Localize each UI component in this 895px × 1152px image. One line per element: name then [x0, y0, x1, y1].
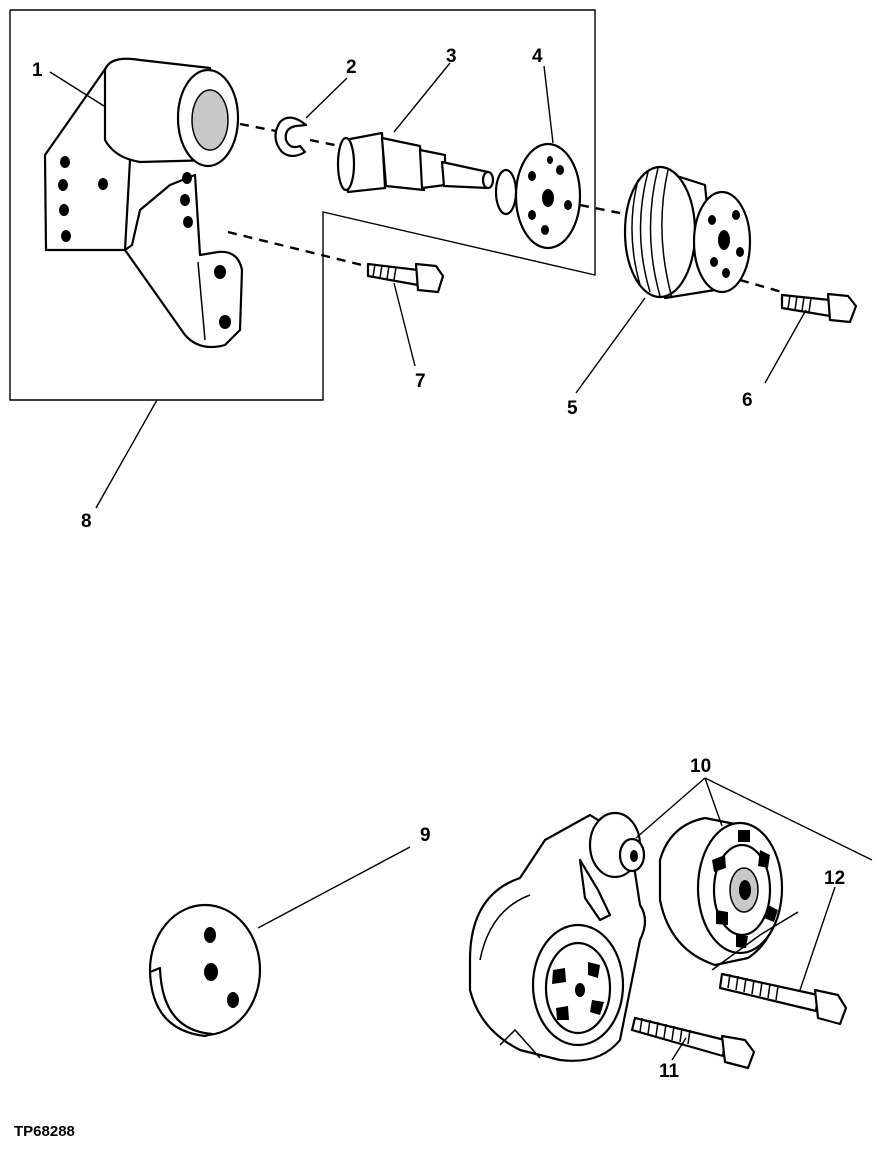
callout-1: 1: [32, 60, 43, 81]
axis-line-3: [579, 203, 626, 216]
part-3-shaft: [336, 131, 495, 194]
callout-6: 6: [742, 390, 753, 411]
leader-5: [575, 297, 646, 394]
part-5-pulley: [623, 165, 752, 300]
callout-3: 3: [446, 46, 457, 67]
part-1-bracket: [43, 57, 244, 349]
callout-7: 7: [415, 371, 426, 392]
part-7-cap-screw: [366, 262, 445, 294]
leader-3: [393, 62, 451, 133]
part-4-hub-flange: [494, 142, 582, 250]
part-6-cap-screw: [780, 292, 858, 324]
callout-5: 5: [567, 398, 578, 419]
leader-4: [543, 65, 554, 144]
axis-line-2: [309, 138, 341, 148]
leader-6: [764, 309, 807, 384]
callout-8: 8: [81, 511, 92, 532]
leader-8: [95, 399, 158, 509]
callout-9: 9: [420, 825, 431, 846]
leader-1: [49, 71, 105, 107]
leader-9: [257, 846, 411, 929]
assembly-group-frame: [9, 9, 596, 401]
leader-10c: [704, 777, 873, 861]
callout-10: 10: [690, 756, 711, 777]
part-11-cap-screw: [630, 1016, 756, 1070]
callout-11: 11: [659, 1061, 680, 1082]
part-9-disc: [148, 903, 262, 1038]
leader-10a: [635, 777, 706, 839]
leader-10b: [704, 777, 723, 827]
axis-line-1: [239, 122, 277, 133]
part-10-tensioner-assembly: [468, 811, 799, 1062]
axis-line-4: [739, 278, 783, 294]
leader-11: [671, 1037, 687, 1061]
callout-2: 2: [346, 57, 357, 78]
figure-id: TP68288: [14, 1123, 75, 1140]
leader-12: [799, 886, 836, 991]
leader-7: [393, 282, 416, 367]
part-12-cap-screw: [718, 972, 848, 1026]
callout-12: 12: [824, 868, 845, 889]
callout-4: 4: [532, 46, 543, 67]
axis-line-5: [227, 230, 367, 268]
leader-2: [305, 77, 348, 119]
part-2-snap-ring: [274, 116, 308, 158]
